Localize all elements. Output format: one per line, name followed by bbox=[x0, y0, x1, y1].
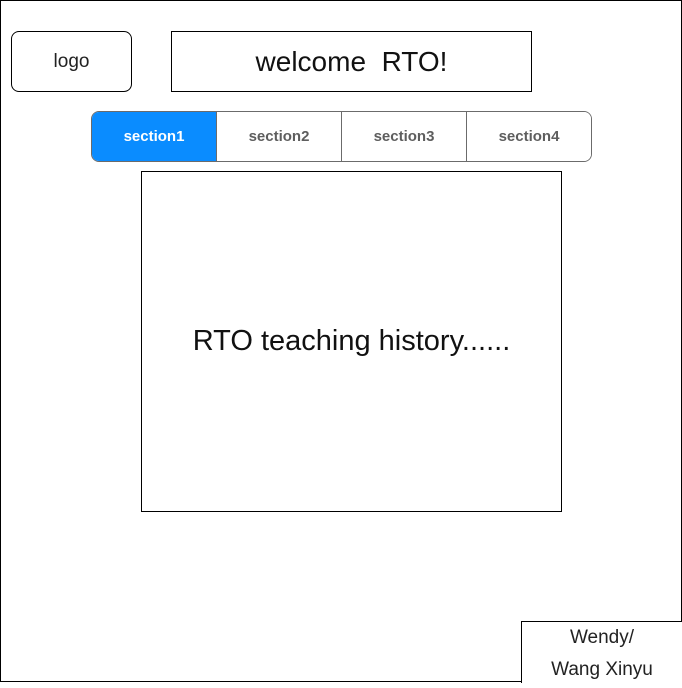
author-line-1: Wendy/ bbox=[569, 627, 635, 648]
tab-section3[interactable]: section3 bbox=[341, 112, 466, 161]
welcome-banner: welcome RTO! bbox=[171, 31, 532, 92]
tab-label: section2 bbox=[248, 128, 310, 145]
tab-section1[interactable]: section1 bbox=[92, 112, 216, 161]
logo[interactable]: logo bbox=[11, 31, 132, 92]
page-title: welcome RTO! bbox=[255, 45, 448, 77]
content-text: RTO teaching history...... bbox=[192, 325, 511, 357]
tab-section2[interactable]: section2 bbox=[216, 112, 341, 161]
tab-label: section4 bbox=[498, 128, 560, 145]
author-line-2: Wang Xinyu bbox=[551, 659, 653, 680]
tab-label: section1 bbox=[123, 128, 185, 145]
author-credit: Wendy/ Wang Xinyu bbox=[521, 621, 682, 683]
content-panel: RTO teaching history...... bbox=[141, 171, 562, 512]
tab-section4[interactable]: section4 bbox=[466, 112, 591, 161]
tab-label: section3 bbox=[373, 128, 435, 145]
section-tabs: section1 section2 section3 section4 bbox=[91, 111, 592, 162]
logo-label: logo bbox=[53, 50, 90, 72]
